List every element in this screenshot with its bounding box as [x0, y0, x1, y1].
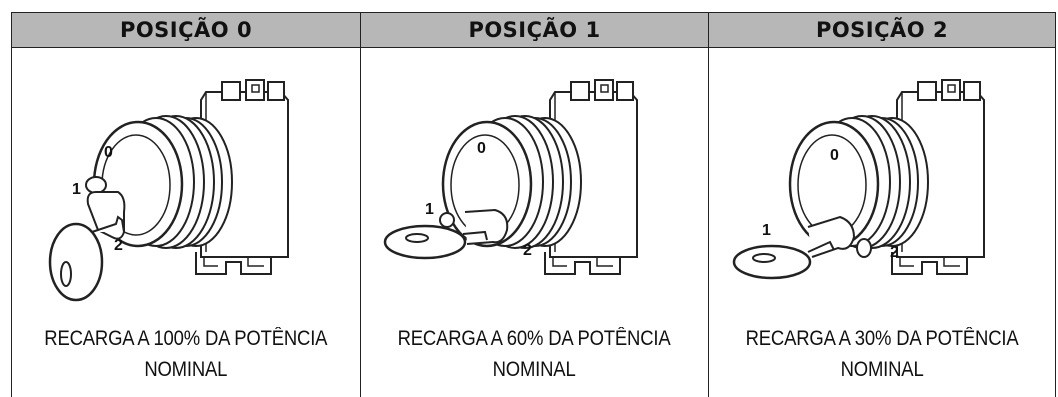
key-switch-position-0-icon: 0 1 2 [48, 78, 290, 302]
caption-position-0: RECARGA A 100% DA POTÊNCIA NOMINAL [44, 327, 328, 381]
header-position-1: POSIÇÃO 1 [361, 13, 709, 48]
positions-table: POSIÇÃO 0 POSIÇÃO 1 POSIÇÃO 2 0 1 2 RECA… [11, 12, 1056, 397]
header-position-0: POSIÇÃO 0 [12, 13, 361, 48]
dial-label-2: 2 [890, 244, 899, 261]
caption-position-2: RECARGA A 30% DA POTÊNCIA NOMINAL [745, 327, 1019, 381]
cell-position-1: 0 1 2 RECARGA A 60% DA POTÊNCIA NOMINAL [361, 48, 709, 397]
dial-label-1: 1 [425, 201, 434, 218]
dial-label-2: 2 [114, 237, 123, 254]
dial-label-0: 0 [830, 147, 839, 164]
caption-position-1: RECARGA A 60% DA POTÊNCIA NOMINAL [398, 327, 671, 381]
dial-label-0: 0 [477, 140, 486, 157]
dial-label-2: 2 [523, 242, 532, 259]
key-switch-position-2-icon: 0 1 2 [732, 78, 986, 280]
cell-position-0: 0 1 2 RECARGA A 100% DA POTÊNCIA NOMINAL [12, 48, 361, 397]
dial-label-1: 1 [72, 181, 81, 198]
header-position-2: POSIÇÃO 2 [709, 13, 1056, 48]
key-switch-position-1-icon: 0 1 2 [383, 78, 638, 276]
cell-position-2: 0 1 2 RECARGA A 30% DA POTÊNCIA NOMINAL [709, 48, 1056, 397]
dial-label-1: 1 [762, 222, 771, 239]
dial-label-0: 0 [104, 144, 113, 161]
